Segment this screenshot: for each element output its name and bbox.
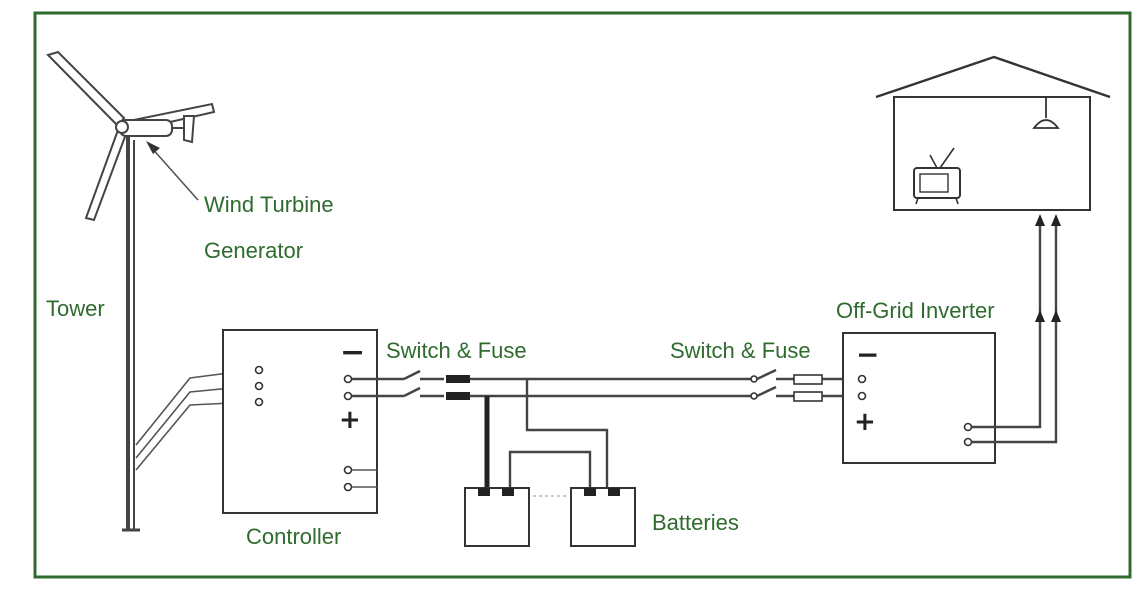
controller-plus-symbol: + (339, 405, 361, 435)
dc-bus-wires (470, 377, 752, 398)
battery-1 (464, 487, 530, 547)
batteries-label: Batteries (652, 510, 739, 535)
controller-minus-symbol: − (340, 335, 365, 370)
controller-box (222, 329, 378, 514)
inverter-terminals (857, 374, 973, 447)
inverter-label: Off-Grid Inverter (836, 298, 995, 323)
controller-terminals (254, 365, 377, 492)
switch-fuse-right-label: Switch & Fuse (670, 338, 811, 363)
generator-pointer (146, 141, 199, 201)
tower-label: Tower (46, 296, 105, 321)
wind-turbine-icon (46, 50, 216, 222)
generator-label: Generator (204, 238, 303, 263)
controller-label: Controller (246, 524, 341, 549)
switch-fuse-left (352, 369, 470, 400)
ac-output-wires (972, 214, 1061, 444)
battery-wiring (484, 379, 609, 497)
inverter-minus-symbol: − (856, 338, 879, 371)
battery-2 (570, 487, 636, 547)
inverter-plus-symbol: + (854, 407, 876, 437)
lamp-icon (1032, 97, 1060, 129)
tv-icon (913, 147, 961, 205)
wind-turbine-label: Wind Turbine (204, 192, 334, 217)
tower (122, 135, 140, 532)
switch-fuse-left-label: Switch & Fuse (386, 338, 527, 363)
